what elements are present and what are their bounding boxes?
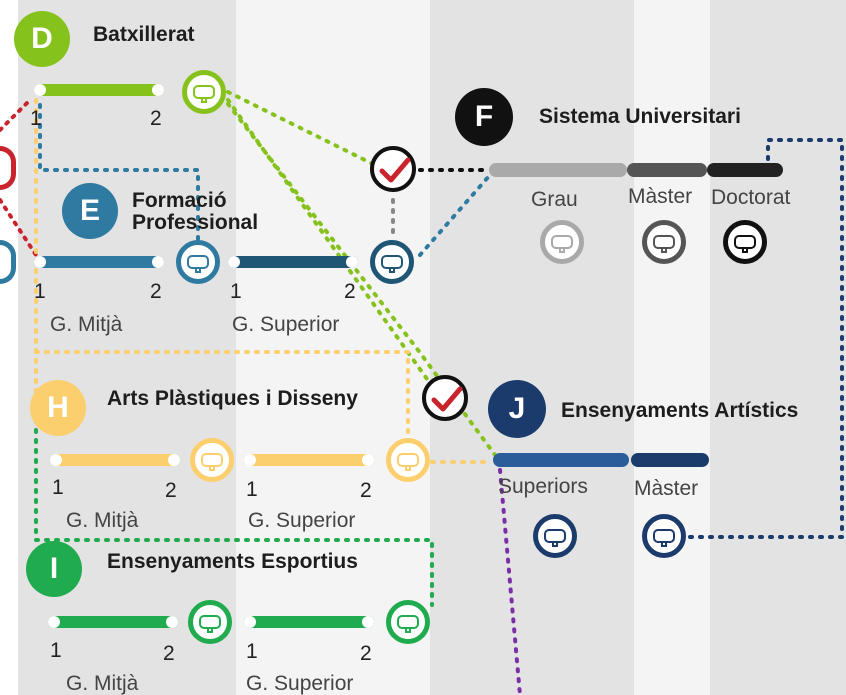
route-artistics xyxy=(688,138,844,539)
year-label: 1 xyxy=(30,107,42,130)
badge-univ: F xyxy=(455,88,513,146)
badge-fp: E xyxy=(62,183,118,239)
certificate-icon xyxy=(642,514,686,558)
certificate-icon xyxy=(182,70,226,114)
stop-dot xyxy=(168,454,180,466)
certificate-icon xyxy=(540,220,584,264)
column-band xyxy=(634,0,710,695)
year-label: 2 xyxy=(150,280,162,303)
badge-arts: H xyxy=(30,380,86,436)
title-arts: Arts Plàstiques i Disseny xyxy=(107,387,358,410)
route-arts xyxy=(34,98,494,464)
artistics-level-master: Màster xyxy=(634,477,699,500)
certificate-icon xyxy=(386,600,430,644)
title-univ: Sistema Universitari xyxy=(539,105,741,128)
title-fp-line1: Formació xyxy=(132,189,227,212)
univ-level-grau: Grau xyxy=(531,188,578,211)
stop-dot xyxy=(50,454,62,466)
route-fp-loop xyxy=(38,103,200,242)
certificate-icon xyxy=(0,240,16,284)
stop-dot xyxy=(362,616,374,628)
year-label: 2 xyxy=(344,280,356,303)
route-sport xyxy=(34,418,434,607)
check-icon xyxy=(422,375,468,421)
grade-label-superior: G. Superior xyxy=(248,509,356,532)
route-fp-univ xyxy=(418,173,492,257)
route-batxillerat xyxy=(226,90,497,457)
badge-artistics: J xyxy=(488,380,546,438)
year-label: 2 xyxy=(150,107,162,130)
badge-sport: I xyxy=(26,541,82,597)
certificate-icon xyxy=(188,600,232,644)
year-label: 2 xyxy=(360,479,372,502)
certificate-icon xyxy=(370,240,414,284)
stop-dot xyxy=(228,256,240,268)
stop-dot xyxy=(48,616,60,628)
grade-label-mitja: G. Mitjà xyxy=(50,313,123,336)
stop-dot xyxy=(34,84,46,96)
grade-label-mitja: G. Mitjà xyxy=(66,509,139,532)
stop-dot xyxy=(152,84,164,96)
artistics-level-superiors: Superiors xyxy=(498,475,588,498)
stop-dot xyxy=(34,256,46,268)
column-band xyxy=(236,0,430,695)
grade-label-mitja: G. Mitjà xyxy=(66,672,139,695)
certificate-icon xyxy=(642,220,686,264)
univ-level-master: Màster xyxy=(628,185,693,208)
year-label: 1 xyxy=(246,640,258,663)
stop-dot xyxy=(244,616,256,628)
year-label: 1 xyxy=(50,639,62,662)
year-label: 1 xyxy=(34,280,46,303)
title-artistics: Ensenyaments Artístics xyxy=(561,399,799,422)
year-label: 1 xyxy=(230,280,242,303)
year-label: 2 xyxy=(165,479,177,502)
certificate-icon xyxy=(723,220,767,264)
stop-dot xyxy=(152,256,164,268)
year-label: 1 xyxy=(52,476,64,499)
certificate-icon xyxy=(0,146,16,190)
stop-dot xyxy=(362,454,374,466)
year-label: 2 xyxy=(360,642,372,665)
stop-dot xyxy=(346,256,358,268)
certificate-icon xyxy=(190,438,234,482)
grade-label-superior: G. Superior xyxy=(246,672,354,695)
route-purple xyxy=(498,468,522,695)
check-icon xyxy=(370,146,416,192)
title-fp-line2: Professional xyxy=(132,211,259,234)
stop-dot xyxy=(244,454,256,466)
column-band xyxy=(710,0,846,695)
certificate-icon xyxy=(533,514,577,558)
certificate-icon xyxy=(176,240,220,284)
badge-batxillerat: D xyxy=(14,11,70,67)
grade-label-superior: G. Superior xyxy=(232,313,340,336)
route-red xyxy=(0,98,38,257)
title-sport: Ensenyaments Esportius xyxy=(107,550,358,573)
year-label: 1 xyxy=(246,478,258,501)
stop-dot xyxy=(166,616,178,628)
title-batxillerat: Batxillerat xyxy=(93,23,195,46)
univ-level-doctorat: Doctorat xyxy=(711,186,791,209)
year-label: 2 xyxy=(163,642,175,665)
certificate-icon xyxy=(386,438,430,482)
